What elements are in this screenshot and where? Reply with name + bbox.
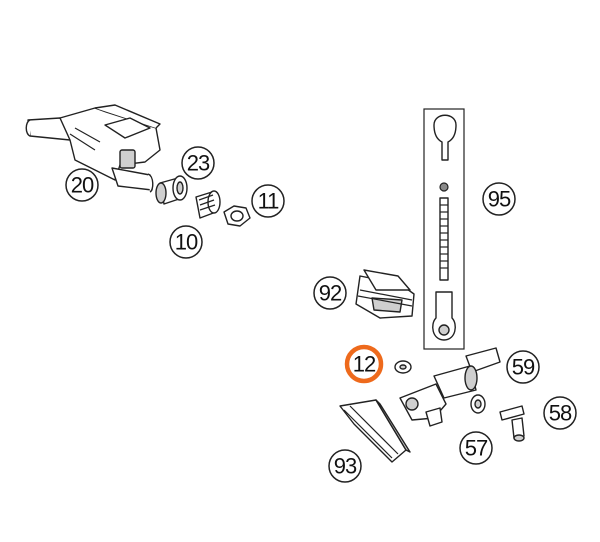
part-11-hex-nut[interactable] bbox=[223, 205, 251, 227]
svg-text:59: 59 bbox=[512, 355, 535, 380]
part-23-bushing[interactable] bbox=[155, 175, 188, 205]
part-10-ring[interactable] bbox=[195, 190, 221, 219]
svg-text:58: 58 bbox=[549, 401, 572, 426]
part-12-washer[interactable] bbox=[394, 360, 412, 374]
svg-text:10: 10 bbox=[175, 230, 198, 255]
svg-text:12: 12 bbox=[353, 352, 376, 377]
svg-text:20: 20 bbox=[71, 173, 94, 198]
part-92-boot[interactable] bbox=[355, 269, 415, 319]
part-59-lever[interactable] bbox=[399, 347, 501, 427]
callout-92[interactable]: 92 bbox=[313, 276, 347, 310]
svg-text:23: 23 bbox=[187, 151, 210, 176]
callout-12-highlighted[interactable]: 12 bbox=[344, 344, 384, 384]
callout-95[interactable]: 95 bbox=[482, 182, 516, 216]
svg-text:95: 95 bbox=[488, 187, 511, 212]
callout-20[interactable]: 20 bbox=[65, 168, 99, 202]
svg-text:92: 92 bbox=[319, 281, 342, 306]
part-93-plate[interactable] bbox=[339, 399, 411, 463]
callout-23[interactable]: 23 bbox=[181, 146, 215, 180]
callout-10[interactable]: 10 bbox=[169, 225, 203, 259]
callout-58[interactable]: 58 bbox=[543, 396, 577, 430]
part-57-washer[interactable] bbox=[470, 394, 486, 414]
svg-text:93: 93 bbox=[334, 454, 357, 479]
callout-59[interactable]: 59 bbox=[506, 350, 540, 384]
part-58-bolt[interactable] bbox=[499, 405, 525, 442]
callout-93[interactable]: 93 bbox=[328, 449, 362, 483]
callout-11[interactable]: 11 bbox=[251, 184, 285, 218]
part-20-cylinder-body[interactable] bbox=[25, 104, 161, 193]
callout-57[interactable]: 57 bbox=[459, 431, 493, 465]
part-95-hose-kit[interactable] bbox=[423, 108, 465, 350]
svg-text:57: 57 bbox=[465, 436, 488, 461]
svg-text:11: 11 bbox=[258, 189, 280, 214]
